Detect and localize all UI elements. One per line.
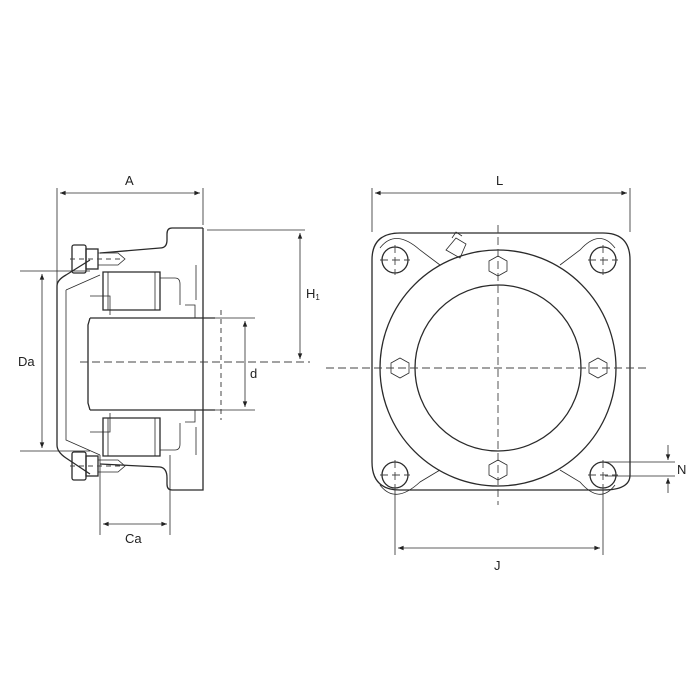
bolt-top bbox=[70, 244, 126, 274]
dim-label-A: A bbox=[125, 173, 134, 188]
bolt-bottom bbox=[70, 451, 126, 481]
front-dimensions bbox=[371, 188, 675, 555]
grease-nipple bbox=[445, 231, 467, 259]
dim-label-L: L bbox=[496, 173, 503, 188]
front-view bbox=[326, 225, 650, 505]
dim-label-N: N bbox=[677, 462, 686, 477]
dim-label-d: d bbox=[250, 366, 257, 381]
side-view bbox=[56, 227, 310, 491]
dim-label-J: J bbox=[494, 558, 501, 573]
dim-label-H1: H1 bbox=[306, 286, 320, 302]
side-dimensions bbox=[20, 188, 305, 535]
dim-label-Da: Da bbox=[18, 354, 35, 369]
dim-label-Ca: Ca bbox=[125, 531, 142, 546]
